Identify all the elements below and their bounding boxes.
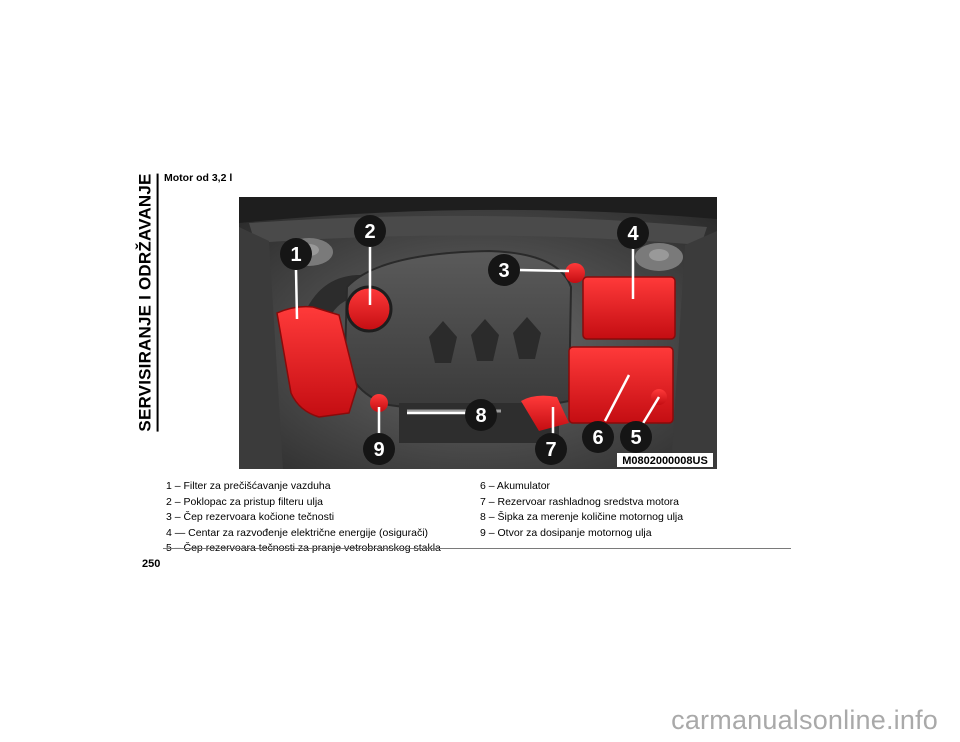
callout-label-4: 4	[627, 223, 639, 245]
section-title: Motor od 3,2 l	[164, 172, 233, 184]
callout-badge-5	[620, 421, 652, 453]
engine-bay-illustration: 1 2 3 4 5 6 7 8 9 M0802000008US	[239, 197, 717, 469]
callout-label-6: 6	[592, 427, 603, 449]
coolant-reservoir-highlight	[521, 395, 569, 431]
right-strut-cap	[649, 249, 669, 261]
callout-label-2: 2	[364, 221, 375, 243]
callout-label-3: 3	[498, 260, 509, 282]
hood-edge	[239, 197, 717, 223]
legend-right-column: 6 – Akumulator 7 – Rezervoar rashladnog …	[480, 479, 683, 541]
callout-badge-7	[535, 433, 567, 465]
callout-badge-1	[280, 238, 312, 270]
legend-item: 2 – Poklopac za pristup filteru ulja	[166, 495, 324, 508]
cover-rib-1	[429, 321, 457, 363]
figure-code-box	[617, 453, 713, 467]
callout-badges: 1 2 3 4 5 6 7 8 9	[280, 215, 652, 465]
legend-item: 4 — Centar za razvođenje električne ener…	[166, 526, 429, 539]
power-distribution-center-highlight	[582, 276, 676, 340]
callout-label-7: 7	[545, 439, 556, 461]
right-fender	[671, 231, 717, 469]
page-number: 250	[142, 558, 161, 570]
callout-badge-9	[363, 433, 395, 465]
figure-code: M0802000008US	[622, 455, 708, 467]
legend-item: 1 – Filter za prečišćavanje vazduha	[166, 480, 331, 492]
callout-label-9: 9	[373, 439, 384, 461]
callout-badge-6	[582, 421, 614, 453]
legend-item: 9 – Otvor za dosipanje motornog ulja	[480, 526, 652, 539]
callout-badge-3	[488, 254, 520, 286]
callout-label-1: 1	[290, 244, 301, 266]
cover-rib-2	[471, 319, 499, 361]
oil-fill-cap-highlight	[370, 394, 388, 412]
left-fender	[239, 227, 283, 469]
air-filter-housing-highlight	[276, 305, 358, 418]
leader-line-1	[294, 269, 299, 320]
legend-item: 7 – Rezervoar rashladnog sredstva motora	[480, 495, 680, 508]
callout-badge-2	[354, 215, 386, 247]
divider-rule	[163, 548, 791, 549]
callout-badge-4	[617, 217, 649, 249]
chapter-side-title: SERVISIRANJE I ODRŽAVANJE	[134, 172, 160, 432]
legend-item: 6 – Akumulator	[480, 480, 551, 492]
leader-line-6	[603, 374, 631, 422]
brake-fluid-cap-highlight	[565, 263, 585, 283]
leader-lines	[294, 246, 661, 437]
cover-rib-3	[513, 317, 541, 359]
battery-highlight	[568, 346, 674, 424]
legend-item: 8 – Šipka za merenje količine motornog u…	[480, 511, 684, 523]
callout-label-5: 5	[630, 427, 641, 449]
engine-bay-figure: 1 2 3 4 5 6 7 8 9 M0802000008US	[239, 197, 717, 469]
legend-left-column: 1 – Filter za prečišćavanje vazduha 2 – …	[166, 479, 441, 557]
leader-line-5	[640, 396, 661, 426]
legend-item: 3 – Čep rezervoara kočione tečnosti	[166, 511, 335, 523]
leader-line-3	[517, 268, 570, 273]
callout-badge-8	[465, 399, 497, 431]
chapter-side-title-text: SERVISIRANJE I ODRŽAVANJE	[135, 172, 159, 432]
callout-label-8: 8	[475, 405, 486, 427]
watermark: carmanualsonline.info	[671, 705, 938, 735]
